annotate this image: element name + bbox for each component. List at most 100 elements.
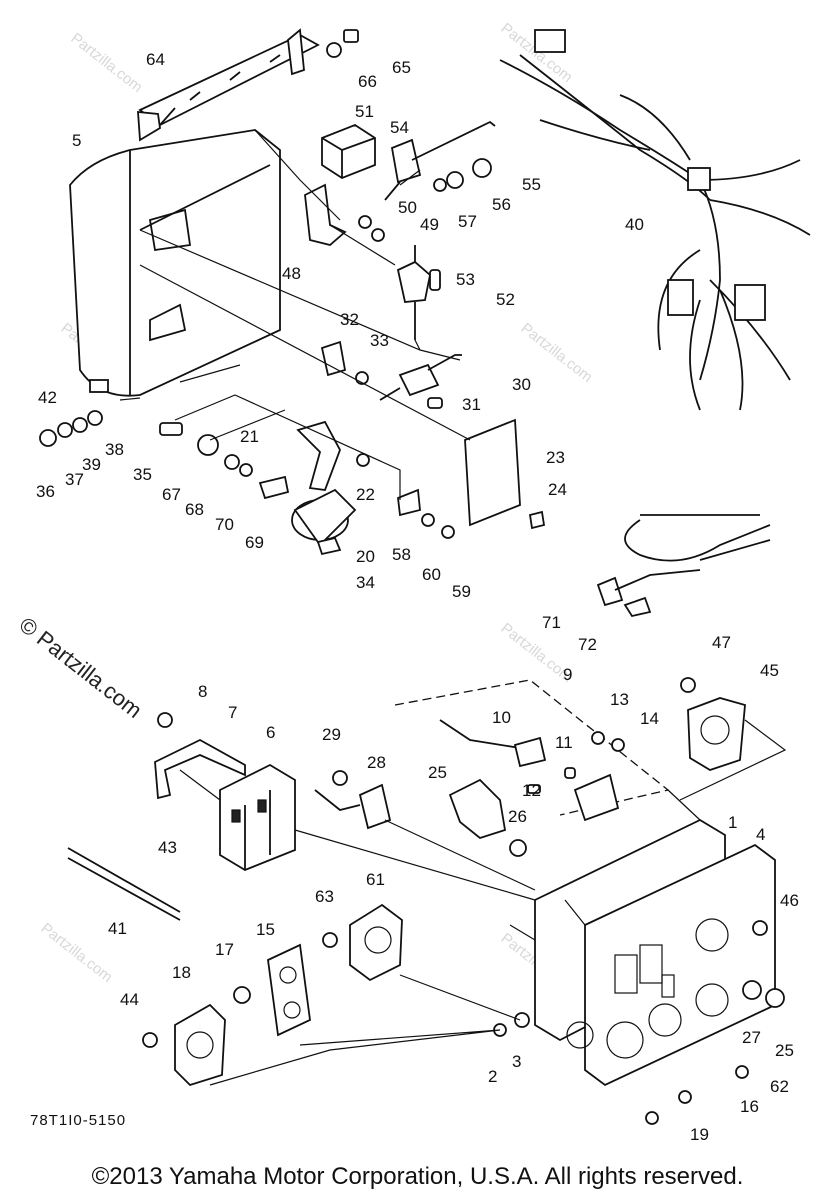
callout-35: 35 (133, 465, 152, 484)
callout-1: 1 (728, 813, 737, 832)
callout-31: 31 (462, 395, 481, 414)
nut-part (233, 986, 251, 1004)
collar-part (224, 454, 240, 470)
leader-lines-upper (139, 129, 471, 500)
callout-44: 44 (120, 990, 139, 1009)
callout-53: 53 (456, 270, 475, 289)
faint-watermark: Partzilla.com (38, 920, 116, 986)
screw-part (591, 731, 605, 745)
callout-21: 21 (240, 427, 259, 446)
callout-68: 68 (185, 500, 204, 519)
callout-11: 11 (555, 733, 573, 752)
callout-6: 6 (266, 723, 275, 742)
callout-12: 12 (522, 781, 541, 800)
callout-58: 58 (392, 545, 411, 564)
callout-45: 45 (760, 661, 779, 680)
callout-18: 18 (172, 963, 191, 982)
bracket-part (304, 183, 347, 246)
callout-37: 37 (65, 470, 84, 489)
screw-part (680, 677, 696, 693)
callout-27: 27 (742, 1028, 761, 1047)
callout-64: 64 (146, 50, 165, 69)
callout-52: 52 (496, 290, 515, 309)
twist-lock-receptacle-part (687, 697, 746, 771)
grommet-part (197, 434, 219, 456)
callout-2: 2 (488, 1067, 497, 1086)
callout-57: 57 (458, 212, 477, 231)
callout-72: 72 (578, 635, 597, 654)
callout-69: 69 (245, 533, 264, 552)
washer-part (72, 417, 88, 433)
pilot-lamp-part (439, 719, 547, 768)
screw-part (752, 920, 768, 936)
condenser-part (291, 488, 357, 547)
callout-55: 55 (522, 175, 541, 194)
callout-19: 19 (690, 1125, 709, 1144)
callout-23: 23 (546, 448, 565, 467)
washer-part (57, 422, 73, 438)
callout-16: 16 (740, 1097, 759, 1116)
callout-48: 48 (282, 264, 301, 283)
callout-63: 63 (315, 887, 334, 906)
callout-56: 56 (492, 195, 511, 214)
locking-receptacle-part (174, 1003, 226, 1087)
nut-part (433, 178, 447, 192)
cable-part (596, 514, 771, 618)
callout-10: 10 (492, 708, 511, 727)
washer-part (514, 1012, 530, 1028)
bolt-part (159, 422, 183, 436)
callout-14: 14 (640, 709, 659, 728)
clamp-part (296, 420, 341, 491)
callout-43: 43 (158, 838, 177, 857)
screw-part (528, 510, 546, 530)
bracket-part (154, 738, 246, 800)
cover-plate-part (464, 418, 521, 527)
callout-36: 36 (36, 482, 55, 501)
bracket-part (320, 340, 347, 377)
callout-34: 34 (356, 573, 375, 592)
callout-51: 51 (355, 102, 374, 121)
nut-part (142, 1032, 158, 1048)
callout-39: 39 (82, 455, 101, 474)
ac-receptacle-part (448, 778, 507, 840)
drawing-code: 78T1I0-5150 (30, 1112, 127, 1129)
callout-60: 60 (422, 565, 441, 584)
callout-50: 50 (398, 198, 417, 217)
callout-41: 41 (108, 919, 127, 938)
bolt-part (258, 475, 290, 500)
callout-5: 5 (72, 131, 81, 150)
callout-42: 42 (38, 388, 57, 407)
callout-13: 13 (610, 690, 629, 709)
callout-9: 9 (563, 665, 572, 684)
callout-15: 15 (256, 920, 275, 939)
handle-bar-part (137, 28, 320, 142)
washer-part (611, 738, 625, 752)
switch-part (314, 783, 392, 830)
switch-part (573, 773, 620, 822)
knob-part (472, 158, 492, 178)
callout-65: 65 (392, 58, 411, 77)
screw-part (343, 29, 359, 43)
bracket-part (397, 488, 421, 517)
callout-71: 71 (542, 613, 561, 632)
screw-part (157, 712, 173, 728)
screw-part (356, 453, 370, 467)
callout-29: 29 (322, 725, 341, 744)
switch-rod-part (384, 120, 496, 201)
control-panel-part (534, 818, 776, 1087)
callout-22: 22 (356, 485, 375, 504)
washer-part (326, 42, 342, 58)
callout-8: 8 (198, 682, 207, 701)
wire-lead-part (67, 847, 181, 921)
washer-part (87, 410, 103, 426)
callout-28: 28 (367, 753, 386, 772)
nut-part (765, 988, 785, 1008)
callout-54: 54 (390, 118, 409, 137)
callout-32: 32 (340, 310, 359, 329)
callout-7: 7 (228, 703, 237, 722)
screw-part (645, 1111, 659, 1125)
fuse-part (527, 784, 541, 794)
callout-17: 17 (215, 940, 234, 959)
washer-part (239, 463, 253, 477)
